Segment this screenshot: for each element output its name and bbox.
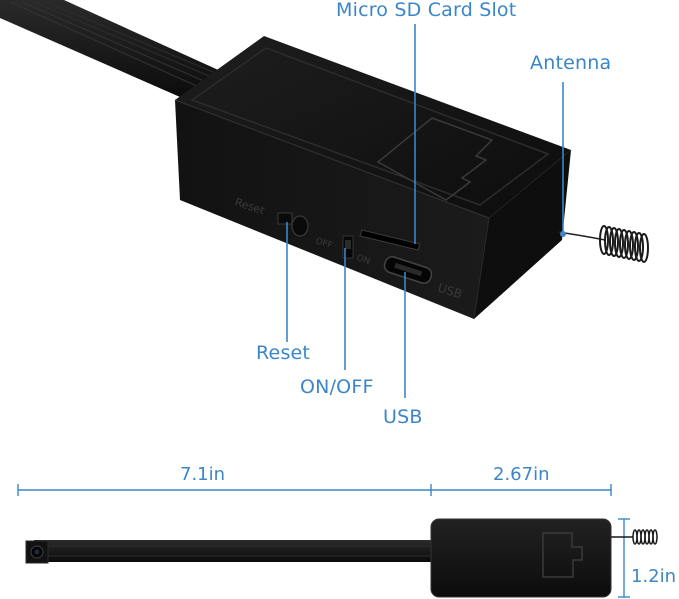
power-switch (342, 235, 354, 259)
on-off-label: ON/OFF (300, 376, 374, 398)
side-view-sd-icon (542, 532, 583, 578)
camera-module (25, 540, 49, 564)
sd-card-icon (376, 117, 494, 201)
ribbon-cable (0, 0, 236, 104)
callout-lines (286, 24, 566, 398)
usb-port (383, 256, 433, 284)
dimension-lines (17, 484, 630, 598)
micro-sd-slot (359, 229, 421, 251)
device-top-panel (190, 47, 550, 206)
device-top-face (175, 36, 571, 218)
printed-on-label: ON (355, 253, 371, 267)
box-height-dimension: 1.2in (631, 566, 677, 587)
reset-hole (277, 212, 309, 237)
antenna-spring (599, 225, 649, 263)
side-view-antenna (611, 529, 658, 545)
box-length-dimension: 2.67in (493, 464, 550, 485)
micro-sd-slot-label: Micro SD Card Slot (336, 0, 517, 21)
usb-label: USB (383, 406, 423, 428)
antenna-label: Antenna (530, 52, 612, 74)
device-side-view (430, 518, 612, 598)
flat-ribbon-cable (34, 540, 434, 562)
device-end-face (474, 150, 571, 319)
cable-length-dimension: 7.1in (180, 464, 226, 485)
reset-label: Reset (256, 342, 311, 364)
